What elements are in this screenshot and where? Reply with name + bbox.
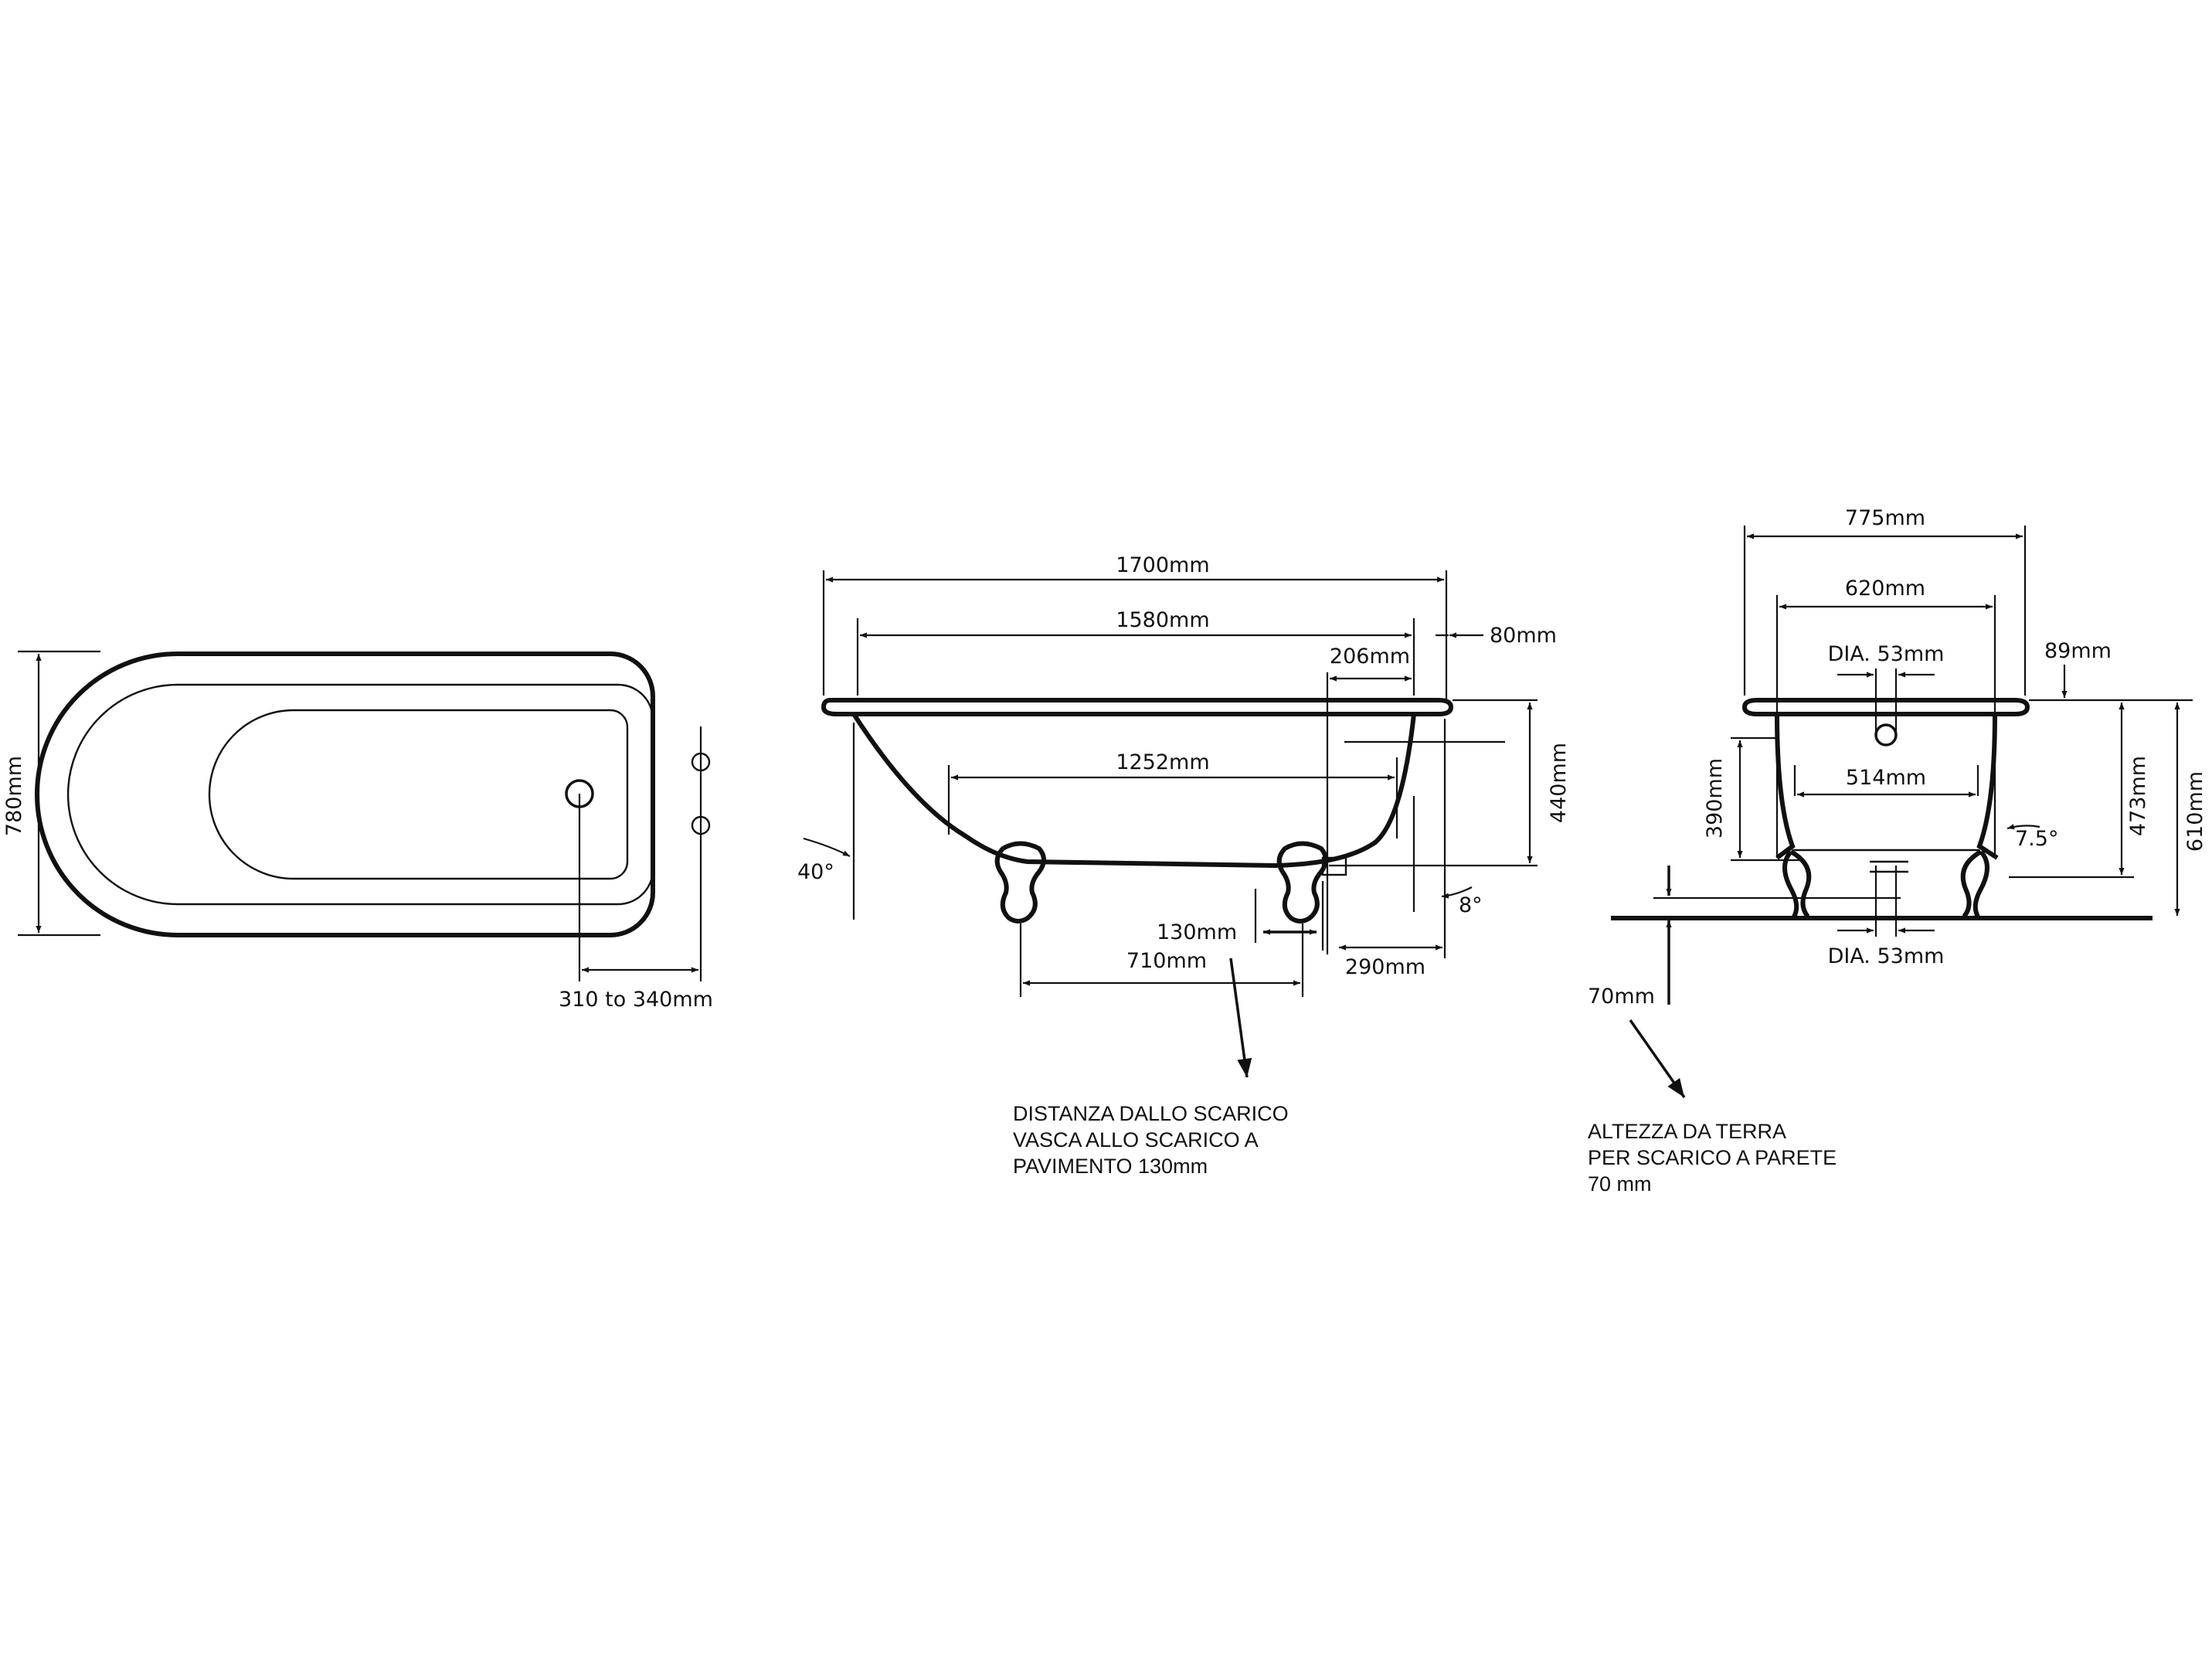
side-angle-head-label: 40° — [797, 860, 834, 884]
end-floor-gap-label: 70mm — [1588, 985, 1655, 1009]
side-view: 1700mm 1580mm 80mm 206mm 1252mm — [797, 553, 1571, 1178]
side-note-line-1: DISTANZA DALLO SCARICO — [1013, 1102, 1289, 1125]
top-width-label: 780mm — [2, 756, 26, 836]
end-total-height-label: 610mm — [2183, 771, 2207, 852]
end-bottom-width-label: 514mm — [1846, 766, 1926, 790]
end-leg-right — [1960, 849, 1989, 918]
end-leg-left — [1782, 849, 1812, 918]
side-view-outline — [821, 698, 1454, 924]
side-bottom-length-label: 1252mm — [1116, 750, 1209, 774]
end-inner-width-label: 620mm — [1845, 577, 1925, 600]
side-rim-label: 80mm — [1490, 624, 1557, 648]
end-top-drain-circle — [1874, 723, 1898, 747]
end-note: ALTEZZA DA TERRA PER SCARICO A PARETE 70… — [1588, 1019, 1837, 1196]
side-overall-length-label: 1700mm — [1116, 553, 1209, 577]
side-note: DISTANZA DALLO SCARICO VASCA ALLO SCARIC… — [1013, 958, 1289, 1178]
side-foot-right — [1276, 841, 1328, 924]
end-view-outline — [1611, 698, 2153, 920]
end-top-drain-label: DIA. 53mm — [1828, 642, 1945, 666]
end-overall-width-label: 775mm — [1845, 506, 1925, 530]
end-inner-depth-label: 390mm — [1703, 758, 1727, 839]
side-feet-spacing-label: 710mm — [1126, 949, 1207, 973]
end-depth-label: 473mm — [2126, 756, 2150, 836]
top-view: 780mm 310 to 340mm — [2, 650, 713, 1012]
end-note-line-2: PER SCARICO A PARETE — [1588, 1146, 1837, 1169]
side-end-offset-label: 206mm — [1330, 645, 1410, 668]
end-view: 775mm 620mm DIA. 53mm 89mm 514mm — [1588, 506, 2207, 1196]
top-drain-offset-label: 310 to 340mm — [559, 988, 713, 1012]
side-inner-length-label: 1580mm — [1116, 608, 1209, 632]
end-note-line-3: 70 mm — [1588, 1172, 1652, 1196]
end-view-dimensions: 775mm 620mm DIA. 53mm 89mm 514mm — [1588, 506, 2207, 1009]
top-view-dimensions: 780mm 310 to 340mm — [2, 650, 713, 1012]
side-height-label: 440mm — [1547, 743, 1571, 823]
end-rim-label: 89mm — [2044, 639, 2112, 663]
side-foot-left — [994, 841, 1046, 924]
top-view-outline — [35, 651, 711, 937]
side-foot-offset-label: 290mm — [1345, 955, 1425, 979]
side-note-line-3: PAVIMENTO 130mm — [1013, 1155, 1208, 1178]
side-angle-foot-label: 8° — [1459, 893, 1483, 917]
end-note-line-1: ALTEZZA DA TERRA — [1588, 1120, 1786, 1143]
side-drain-gap-label: 130mm — [1157, 920, 1237, 944]
end-bottom-drain-label: DIA. 53mm — [1828, 944, 1945, 968]
end-angle-label: 7.5° — [2015, 827, 2058, 851]
side-note-line-2: VASCA ALLO SCARICO A — [1013, 1128, 1259, 1151]
side-view-dimensions: 1700mm 1580mm 80mm 206mm 1252mm — [797, 553, 1571, 997]
